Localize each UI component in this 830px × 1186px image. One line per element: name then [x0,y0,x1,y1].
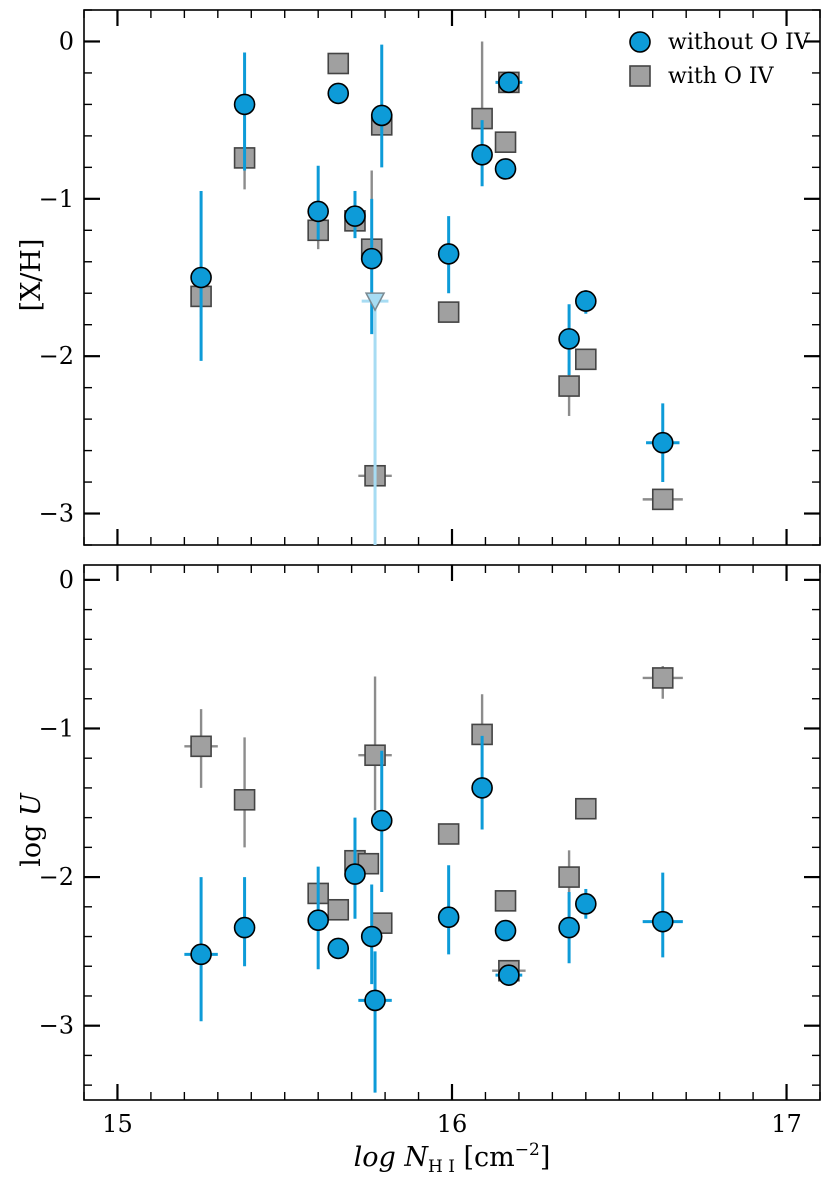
point-without-oiv [233,916,256,939]
point-without-oiv [494,158,517,180]
x-label-sup: −2 [515,1140,540,1160]
x-tick-label: 17 [771,1110,802,1138]
point-without-oiv [360,925,383,948]
point-without-oiv [370,809,393,832]
y-tick-label: −1 [39,714,74,742]
legend-marker-square [629,65,651,87]
panel-ionization-parameter: 0 −1 −2 −3 15 16 17 [39,564,821,1138]
data-layer [184,666,683,1093]
y-tick-label: 0 [59,27,74,55]
legend-label: without O IV [668,30,811,55]
point-without-oiv [494,919,517,942]
point-without-oiv [498,71,520,94]
legend: without O IV with O IV [629,30,811,89]
point-with-oiv [233,789,256,811]
point-without-oiv [307,909,329,931]
y-tick-label: 0 [59,566,74,594]
upper-limit-point [364,292,386,312]
x-axis-label: log NH I [cm−2] [354,1140,551,1177]
point-with-oiv [364,744,386,767]
x-tick-label: 15 [102,1110,133,1138]
point-with-oiv [558,866,580,888]
x-label-end: ] [540,1142,551,1173]
y-axis-label-metallicity: [X/H] [16,239,47,312]
point-without-oiv [471,777,493,799]
point-without-oiv [360,247,383,270]
legend-marker-circle [629,31,651,53]
point-without-oiv [327,82,350,105]
x-label-unit: [cm [455,1142,515,1173]
point-without-oiv [558,328,580,350]
point-without-oiv [307,200,329,223]
point-with-oiv [494,131,517,153]
y-label-prefix: log [16,816,47,867]
point-with-oiv [437,301,460,323]
y-tick-label: −3 [39,1012,74,1040]
point-without-oiv [327,937,350,960]
point-with-oiv [190,735,212,758]
point-with-oiv [437,823,460,845]
point-without-oiv [233,93,256,116]
point-with-oiv [575,348,597,371]
point-without-oiv [344,205,366,227]
point-with-oiv [494,890,517,912]
x-tick-label: 16 [437,1110,468,1138]
point-with-oiv [327,898,350,921]
point-without-oiv [437,906,460,929]
y-tick-label: −2 [39,342,74,370]
point-without-oiv [498,964,520,986]
point-with-oiv [575,797,597,820]
point-without-oiv [651,431,674,454]
point-without-oiv [575,290,597,312]
x-label-sub: H I [428,1157,455,1177]
x-label-main: log N [354,1142,430,1173]
y-tick-label: −1 [39,185,74,213]
y-axis-label-logu: log U [16,792,47,867]
y-label-variable: U [16,792,47,816]
point-without-oiv [364,989,386,1012]
point-with-oiv [651,488,674,511]
legend-label: with O IV [668,64,775,89]
point-with-oiv [651,667,674,689]
point-with-oiv [558,375,580,397]
point-with-oiv [327,52,350,75]
point-without-oiv [190,266,212,289]
point-without-oiv [344,863,366,885]
y-tick-label: −3 [39,500,74,528]
point-without-oiv [190,943,212,966]
point-without-oiv [471,143,493,166]
data-layer [190,41,683,545]
point-without-oiv [370,104,393,127]
point-without-oiv [558,916,580,939]
point-without-oiv [651,910,674,933]
panel-metallicity: 0 −1 −2 −3 [39,9,821,546]
y-tick-label: −2 [39,863,74,891]
point-without-oiv [575,893,597,915]
point-without-oiv [437,243,460,265]
